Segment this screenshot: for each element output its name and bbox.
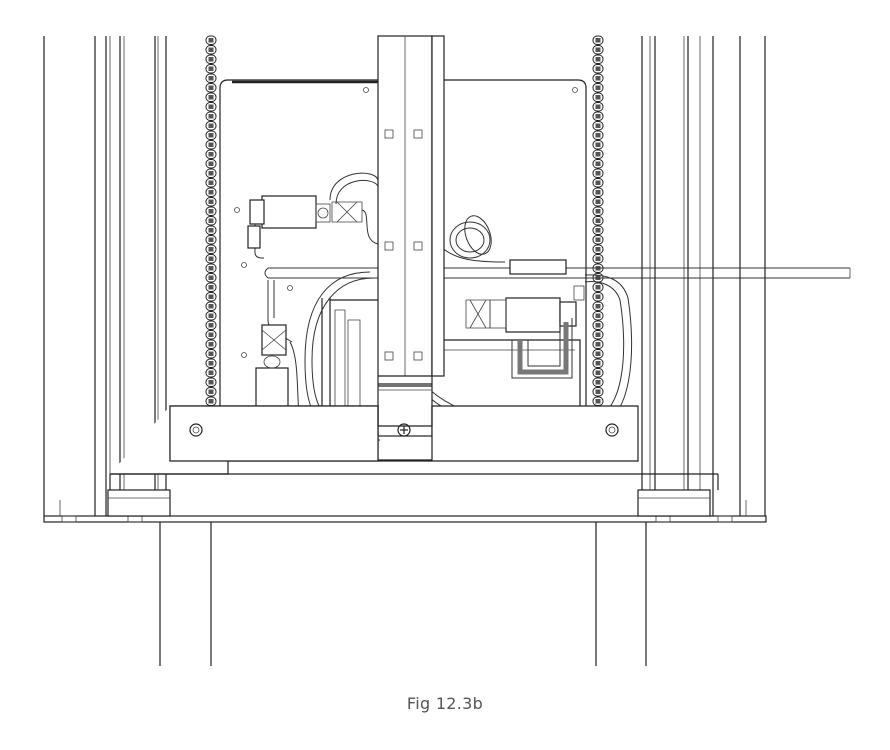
chain-roller [595, 133, 601, 138]
figure-caption: Fig 12.3b [406, 694, 484, 713]
chain-roller [595, 161, 601, 166]
center-screw-icon [397, 423, 411, 437]
chain-roller [208, 247, 214, 252]
chain-roller [595, 342, 601, 347]
chain-roller [208, 361, 214, 366]
chain-roller [208, 323, 214, 328]
chain-roller [595, 323, 601, 328]
bracket-screws [189, 423, 619, 437]
chain-roller [208, 266, 214, 271]
chain-roller [595, 76, 601, 81]
chain-roller [208, 199, 214, 204]
base-plate [43, 515, 767, 523]
chain-roller [208, 294, 214, 299]
right-screw-icon [605, 423, 619, 437]
chain-roller [208, 180, 214, 185]
chain-roller [208, 123, 214, 128]
chain-roller [595, 47, 601, 52]
chain-roller [595, 190, 601, 195]
chain-roller [208, 114, 214, 119]
chain-roller [595, 332, 601, 337]
chain-roller [595, 85, 601, 90]
chain-roller [208, 209, 214, 214]
chain-roller [595, 104, 601, 109]
chain-roller [595, 380, 601, 385]
chain-roller [208, 228, 214, 233]
chain-roller [595, 171, 601, 176]
chain-roller [595, 294, 601, 299]
left-frame-rails [43, 36, 171, 517]
chain-roller [595, 95, 601, 100]
chain-roller [595, 313, 601, 318]
cable-coil [439, 215, 506, 263]
upper-cable-connector [247, 172, 379, 259]
chain-roller [208, 332, 214, 337]
chain-roller [595, 237, 601, 242]
chain-roller [208, 47, 214, 52]
chain-roller [208, 370, 214, 375]
chain-roller [208, 161, 214, 166]
chain-roller [208, 190, 214, 195]
chain-roller [208, 104, 214, 109]
chain-roller [208, 313, 214, 318]
chain-roller [208, 285, 214, 290]
chain-roller [595, 361, 601, 366]
chain-roller [208, 342, 214, 347]
chain-roller [208, 399, 214, 404]
chain-roller [208, 142, 214, 147]
chain-roller [208, 38, 214, 43]
chain-roller [208, 152, 214, 157]
chain-roller [595, 199, 601, 204]
chain-roller [595, 247, 601, 252]
chain-roller [208, 171, 214, 176]
right-frame-rails [637, 36, 766, 517]
right-connector [465, 259, 585, 379]
chain-roller [208, 380, 214, 385]
chain-roller [595, 209, 601, 214]
chain-roller [595, 304, 601, 309]
chain-roller [595, 218, 601, 223]
chain-roller [595, 66, 601, 71]
chain-roller [595, 351, 601, 356]
chain-roller [208, 256, 214, 261]
chain-roller [595, 38, 601, 43]
chain-roller [208, 133, 214, 138]
chain-roller [595, 256, 601, 261]
right-drive-chain [592, 35, 604, 406]
chain-roller [208, 57, 214, 62]
chain-roller [595, 389, 601, 394]
chain-roller [595, 399, 601, 404]
chain-roller [595, 285, 601, 290]
chain-roller [595, 57, 601, 62]
chain-roller [208, 304, 214, 309]
chain-roller [208, 389, 214, 394]
chain-roller [208, 95, 214, 100]
front-mounting-bracket [109, 389, 719, 490]
support-legs [159, 522, 647, 666]
chain-roller [208, 218, 214, 223]
chain-roller [595, 370, 601, 375]
chain-roller [208, 66, 214, 71]
left-drive-chain [205, 35, 217, 406]
vertical-carriage [377, 35, 445, 437]
chain-roller [595, 142, 601, 147]
left-screw-icon [189, 423, 203, 437]
chain-roller [595, 152, 601, 157]
chain-roller [208, 351, 214, 356]
chain-roller [595, 180, 601, 185]
chain-roller [595, 114, 601, 119]
chain-roller [208, 275, 214, 280]
chain-roller [208, 76, 214, 81]
chain-roller [595, 228, 601, 233]
chain-roller [595, 123, 601, 128]
chain-roller [208, 85, 214, 90]
chain-roller [208, 237, 214, 242]
